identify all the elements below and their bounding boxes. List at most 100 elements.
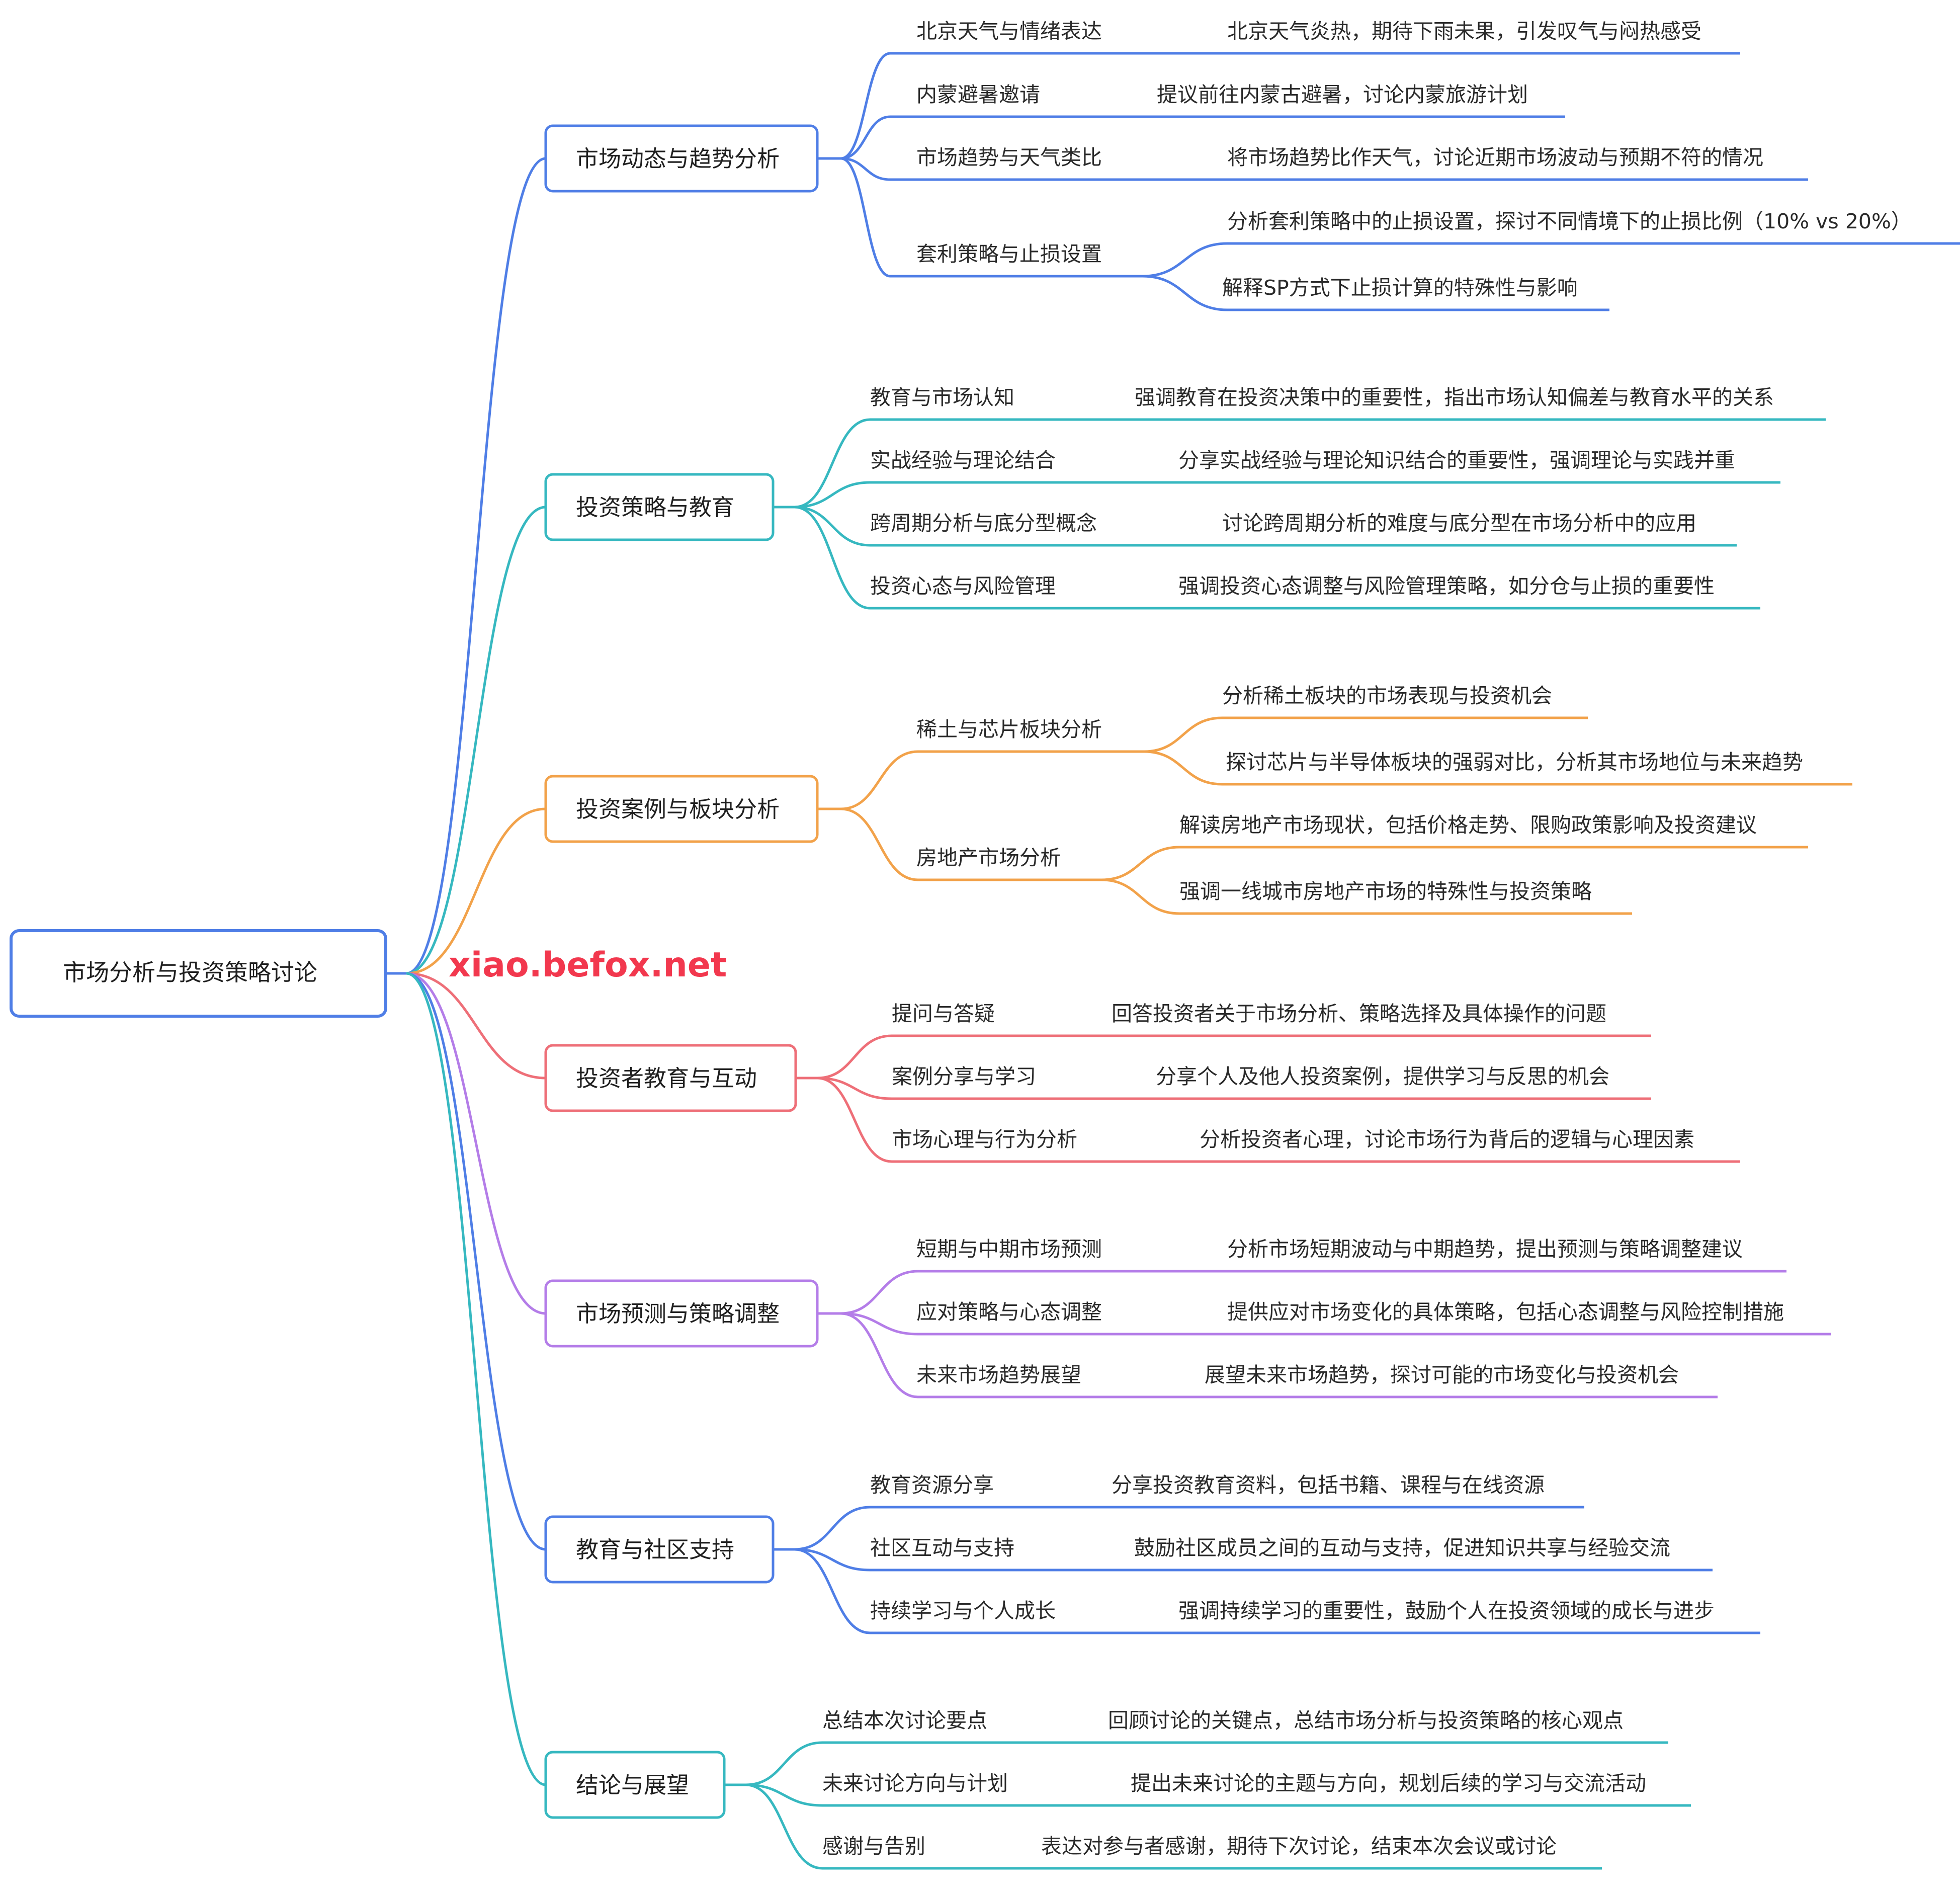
detail-connector xyxy=(1144,750,1223,786)
child-node[interactable]: 提问与答疑回答投资者关于市场分析、策略选择及具体操作的问题 xyxy=(892,1002,1606,1026)
detail-label: 分享实战经验与理论知识结合的重要性，强调理论与实践并重 xyxy=(1178,448,1735,472)
child-node[interactable]: 持续学习与个人成长强调持续学习的重要性，鼓励个人在投资领域的成长与进步 xyxy=(870,1599,1715,1623)
child-node-label: 跨周期分析与底分型概念 xyxy=(870,511,1097,535)
detail-label: 表达对参与者感谢，期待下次讨论，结束本次会议或讨论 xyxy=(1041,1834,1557,1858)
branch-node[interactable]: 教育与社区支持 xyxy=(544,1515,775,1584)
child-connector xyxy=(840,1270,918,1315)
watermark-text: xiao.befox.net xyxy=(449,945,727,985)
child-node[interactable]: 总结本次讨论要点回顾讨论的关键点，总结市场分析与投资策略的核心观点 xyxy=(822,1708,1624,1733)
child-node-label: 稀土与芯片板块分析 xyxy=(916,717,1102,741)
branch-node-box xyxy=(544,775,819,843)
child-node[interactable]: 案例分享与学习分享个人及他人投资案例，提供学习与反思的机会 xyxy=(892,1064,1609,1089)
child-connector xyxy=(840,157,891,181)
branch-node[interactable]: 结论与展望 xyxy=(544,1751,726,1819)
child-node-label: 短期与中期市场预测 xyxy=(916,1237,1102,1261)
branch-node-label: 市场动态与趋势分析 xyxy=(576,145,780,172)
detail-connector xyxy=(1142,242,1228,278)
child-node[interactable]: 稀土与芯片板块分析 分析稀土板块的市场表现与投资机会探讨芯片与半导体板块的强弱对比… xyxy=(916,684,1803,774)
child-node-label: 北京天气与情绪表达 xyxy=(916,19,1102,43)
child-node-label: 总结本次讨论要点 xyxy=(822,1708,987,1733)
branch-connector xyxy=(406,807,546,975)
detail-label: 分析投资者心理，讨论市场行为背后的逻辑与心理因素 xyxy=(1200,1127,1694,1151)
child-connector xyxy=(794,418,871,509)
child-connector xyxy=(794,481,871,509)
child-connector xyxy=(794,1548,871,1634)
child-connector xyxy=(745,1783,823,1870)
detail-label: 展望未来市场趋势，探讨可能的市场变化与投资机会 xyxy=(1205,1363,1679,1387)
child-node[interactable]: 短期与中期市场预测 分析市场短期波动与中期趋势，提出预测与策略调整建议 xyxy=(916,1237,1743,1261)
detail-label: 分析市场短期波动与中期趋势，提出预测与策略调整建议 xyxy=(1227,1237,1743,1261)
child-connector xyxy=(794,1506,871,1551)
child-node[interactable]: 感谢与告别 表达对参与者感谢，期待下次讨论，结束本次会议或讨论 xyxy=(822,1834,1557,1858)
child-node[interactable]: 房地产市场分析解读房地产市场现状，包括价格走势、限购政策影响及投资建议强调一线城… xyxy=(916,813,1757,903)
child-node[interactable]: 社区互动与支持鼓励社区成员之间的互动与支持，促进知识共享与经验交流 xyxy=(870,1536,1670,1560)
branch-connector xyxy=(406,972,546,1551)
child-node-label: 房地产市场分析 xyxy=(916,846,1061,870)
child-node-label: 市场趋势与天气类比 xyxy=(916,145,1102,170)
child-connector xyxy=(840,1312,918,1336)
child-node[interactable]: 内蒙避暑邀请提议前往内蒙古避暑，讨论内蒙旅游计划 xyxy=(916,83,1528,107)
child-node[interactable]: 教育资源分享 分享投资教育资料，包括书籍、课程与在线资源 xyxy=(870,1473,1545,1497)
branch-node-label: 投资策略与教育 xyxy=(576,494,734,521)
detail-label: 强调持续学习的重要性，鼓励个人在投资领域的成长与进步 xyxy=(1178,1599,1715,1623)
branch-node[interactable]: 投资者教育与互动 xyxy=(544,1044,797,1112)
child-node[interactable]: 套利策略与止损设置 分析套利策略中的止损设置，探讨不同情境下的止损比例（10% v… xyxy=(916,209,1912,300)
connector-lines xyxy=(386,52,1960,1870)
detail-label: 提供应对市场变化的具体策略，包括心态调整与风险控制措施 xyxy=(1227,1300,1784,1324)
child-connector xyxy=(840,750,918,810)
detail-connector xyxy=(1144,716,1223,753)
child-node[interactable]: 投资心态与风险管理 强调投资心态调整与风险管理策略，如分仓与止损的重要性 xyxy=(870,574,1715,598)
child-node[interactable]: 未来市场趋势展望展望未来市场趋势，探讨可能的市场变化与投资机会 xyxy=(916,1363,1679,1387)
child-connector xyxy=(840,52,891,160)
detail-label: 强调投资心态调整与风险管理策略，如分仓与止损的重要性 xyxy=(1178,574,1715,598)
child-node[interactable]: 北京天气与情绪表达北京天气炎热，期待下雨未果，引发叹气与闷热感受 xyxy=(916,19,1701,43)
branch-node[interactable]: 市场预测与策略调整 xyxy=(544,1279,819,1348)
child-node[interactable]: 市场趋势与天气类比 将市场趋势比作天气，讨论近期市场波动与预期不符的情况 xyxy=(916,145,1763,170)
detail-label: 分享个人及他人投资案例，提供学习与反思的机会 xyxy=(1156,1064,1609,1089)
child-node[interactable]: 教育与市场认知 强调教育在投资决策中的重要性，指出市场认知偏差与教育水平的关系 xyxy=(870,385,1774,409)
child-node-label: 实战经验与理论结合 xyxy=(870,448,1056,472)
detail-label: 提议前往内蒙古避暑，讨论内蒙旅游计划 xyxy=(1157,83,1528,107)
branch-connector xyxy=(406,972,546,1315)
child-connector xyxy=(745,1783,823,1807)
branch-node[interactable]: 市场动态与趋势分析 xyxy=(544,124,819,193)
child-connector xyxy=(745,1741,823,1786)
child-node[interactable]: 市场心理与行为分析 分析投资者心理，讨论市场行为背后的逻辑与心理因素 xyxy=(892,1127,1694,1151)
branch-node[interactable]: 投资策略与教育 xyxy=(544,473,775,541)
child-connector xyxy=(840,157,891,278)
child-node-label: 教育资源分享 xyxy=(870,1473,994,1497)
child-node[interactable]: 应对策略与心态调整提供应对市场变化的具体策略，包括心态调整与风险控制措施 xyxy=(916,1300,1784,1324)
detail-label: 分析稀土板块的市场表现与投资机会 xyxy=(1222,684,1552,708)
root-node-box xyxy=(10,929,387,1018)
branch-connector xyxy=(406,506,546,975)
branch-connector xyxy=(406,972,546,1080)
child-connector xyxy=(817,1034,892,1080)
child-node[interactable]: 实战经验与理论结合 分享实战经验与理论知识结合的重要性，强调理论与实践并重 xyxy=(870,448,1735,472)
detail-label: 探讨芯片与半导体板块的强弱对比，分析其市场地位与未来趋势 xyxy=(1226,750,1803,774)
branch-node-label: 投资者教育与互动 xyxy=(576,1065,757,1092)
detail-label: 将市场趋势比作天气，讨论近期市场波动与预期不符的情况 xyxy=(1227,145,1763,170)
child-node-label: 投资心态与风险管理 xyxy=(870,574,1056,598)
branch-node-box xyxy=(544,124,819,193)
detail-label: 强调教育在投资决策中的重要性，指出市场认知偏差与教育水平的关系 xyxy=(1135,385,1774,409)
child-connector xyxy=(840,1312,918,1398)
child-node-label: 市场心理与行为分析 xyxy=(892,1127,1077,1151)
child-node-label: 感谢与告别 xyxy=(822,1834,925,1858)
detail-label: 分析套利策略中的止损设置，探讨不同情境下的止损比例（10% vs 20%） xyxy=(1227,209,1912,233)
detail-label: 分享投资教育资料，包括书籍、课程与在线资源 xyxy=(1112,1473,1545,1497)
branch-connector xyxy=(406,972,546,1786)
branch-node[interactable]: 投资案例与板块分析 xyxy=(544,775,819,843)
child-node[interactable]: 跨周期分析与底分型概念讨论跨周期分析的难度与底分型在市场分析中的应用 xyxy=(870,511,1696,535)
root-node[interactable]: 市场分析与投资策略讨论 xyxy=(10,929,387,1018)
detail-label: 解读房地产市场现状，包括价格走势、限购政策影响及投资建议 xyxy=(1179,813,1757,837)
child-node[interactable]: 未来讨论方向与计划提出未来讨论的主题与方向，规划后续的学习与交流活动 xyxy=(822,1771,1646,1795)
child-node-label: 教育与市场认知 xyxy=(870,385,1014,409)
branch-node-label: 投资案例与板块分析 xyxy=(576,796,780,822)
detail-label: 回答投资者关于市场分析、策略选择及具体操作的问题 xyxy=(1112,1002,1606,1026)
branch-node-box xyxy=(544,473,775,541)
detail-label: 解释SP方式下止损计算的特殊性与影响 xyxy=(1222,276,1578,300)
child-connector xyxy=(794,506,871,610)
child-node-label: 社区互动与支持 xyxy=(870,1536,1014,1560)
child-connector xyxy=(794,1548,871,1572)
child-node-label: 套利策略与止损设置 xyxy=(916,242,1102,266)
